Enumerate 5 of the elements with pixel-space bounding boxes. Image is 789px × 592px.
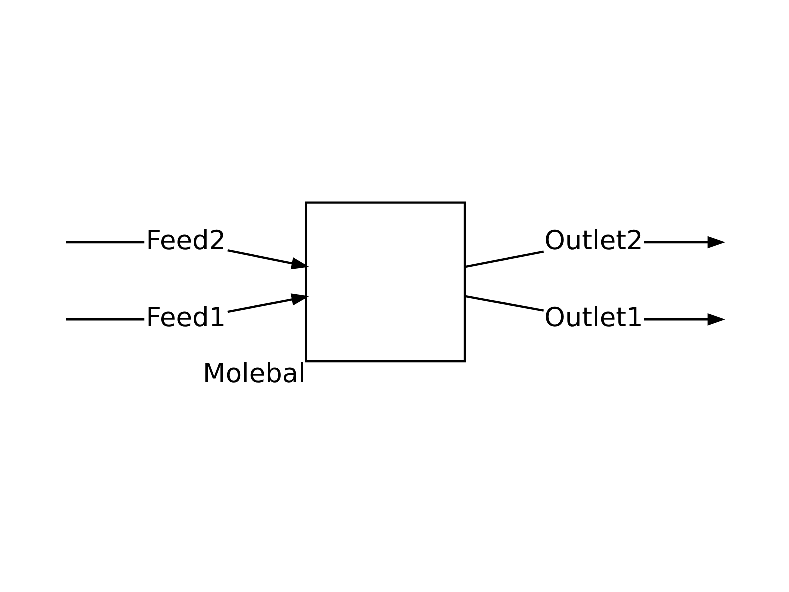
node-text: Feed2 <box>146 224 226 256</box>
node-text: Outlet1 <box>544 302 644 333</box>
node-text: Outlet2 <box>544 224 644 256</box>
node-label: Molebal <box>203 358 306 390</box>
node-text: Feed1 <box>146 302 226 333</box>
